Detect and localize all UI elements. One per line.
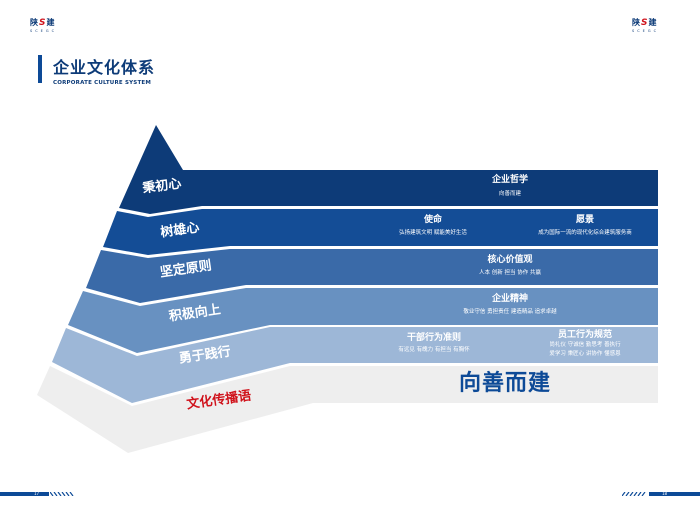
page-number-left: 17 — [34, 491, 40, 496]
cadre-title: 干部行为准则 — [406, 333, 462, 343]
staff-title: 员工行为规范 — [557, 330, 613, 340]
level-1-shape — [119, 125, 658, 214]
values-text: 人本 创新 担当 协作 共赢 — [479, 270, 541, 276]
level-4-shape — [68, 288, 658, 353]
footer-stripes-left — [50, 492, 74, 496]
level-5-shape — [52, 327, 658, 403]
philosophy-title: 企业哲学 — [491, 175, 529, 185]
spirit-text: 敬业守信 勇担责任 建造精品 追求卓越 — [463, 309, 557, 315]
footer-stripes-right — [622, 492, 646, 496]
level-3-shape — [86, 249, 658, 303]
staff-line-2: 爱学习 秉匠心 讲协作 懂感恩 — [549, 351, 621, 357]
footer-bar-left — [0, 492, 49, 496]
mission-title: 使命 — [423, 215, 443, 225]
page-title: 企业文化体系 — [53, 58, 156, 77]
page-number-right: 18 — [662, 491, 668, 496]
culture-slogan: 向善而建 — [458, 371, 552, 396]
staff-line-1: 尚礼仪 守诚信 勤思考 善执行 — [549, 342, 621, 348]
spirit-title: 企业精神 — [491, 294, 529, 304]
cadre-text: 有远见 有魄力 有担当 有胸怀 — [398, 347, 470, 353]
philosophy-text: 向善而建 — [498, 191, 522, 197]
level-6-shape — [37, 366, 658, 453]
vision-title: 愿景 — [575, 215, 595, 225]
mission-text: 弘扬建筑文明 赋能美好生活 — [399, 230, 467, 236]
title-accent-bar — [38, 55, 42, 83]
vision-text: 成为国际一流的现代化综合建筑服务商 — [538, 230, 632, 236]
level-2-shape — [103, 209, 658, 255]
footer-bar-right — [649, 492, 700, 496]
page-subtitle: CORPORATE CULTURE SYSTEM — [53, 80, 152, 86]
values-title: 核心价值观 — [487, 255, 533, 265]
